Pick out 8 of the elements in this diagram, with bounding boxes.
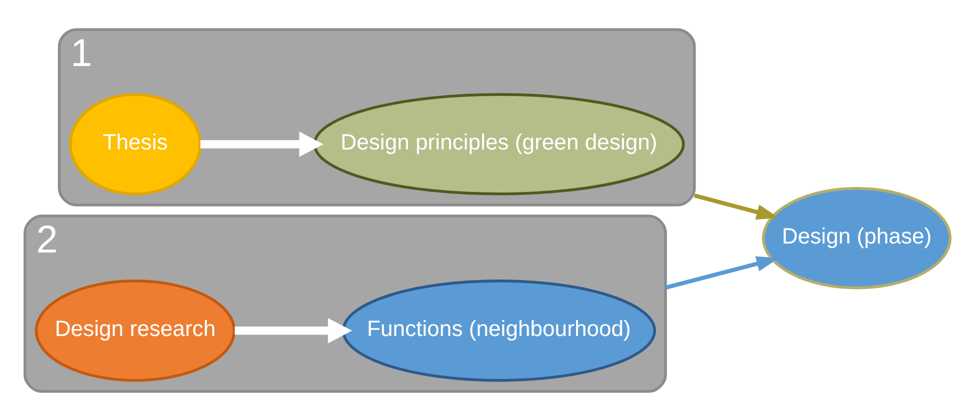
arrow: [694, 193, 779, 220]
node-ellipse: Design (phase): [762, 186, 952, 289]
arrow: [234, 318, 352, 343]
node-ellipse: Thesis: [68, 92, 202, 195]
arrow: [200, 131, 324, 156]
node-ellipse: Functions (neighbourhood): [342, 279, 656, 382]
node-ellipse: Design principles (green design): [313, 92, 685, 195]
node-ellipse: Design research: [34, 279, 236, 382]
